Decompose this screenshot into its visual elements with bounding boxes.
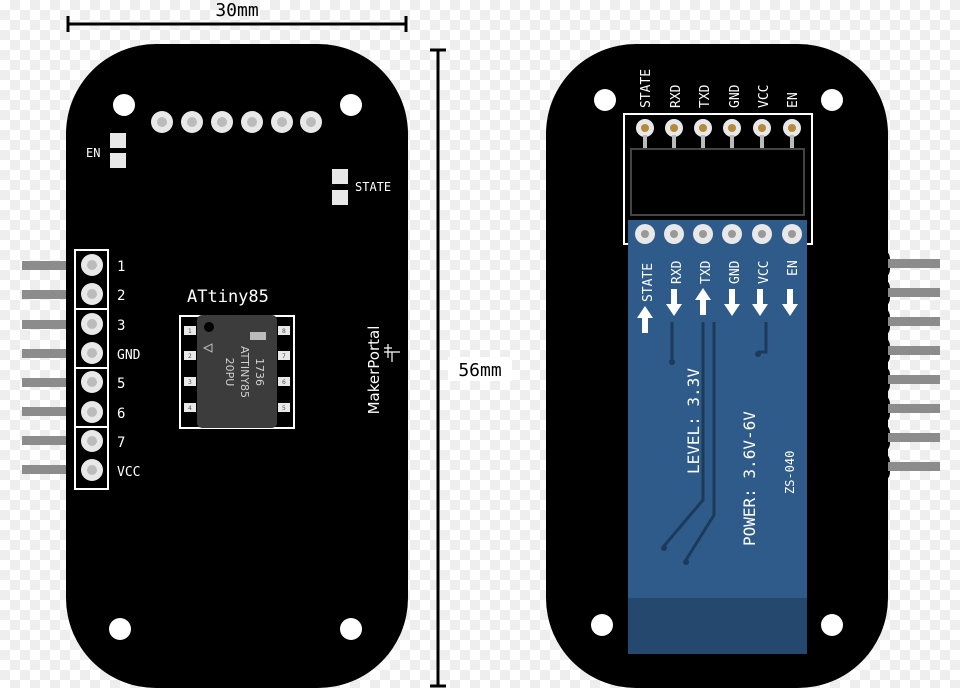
en-label: EN [86, 146, 100, 160]
module-pin-label: VCC [757, 261, 772, 284]
chip-text-line: ATTINY85 [238, 346, 251, 398]
hc05-module [628, 220, 807, 654]
width-dimension: 30mm [66, 0, 408, 32]
chip-pin-number: 8 [282, 328, 286, 335]
arrow-down-icon [724, 289, 740, 316]
chip-title: ATtiny85 [187, 287, 269, 307]
front-pin-labels: 1 2 3 GND 5 6 7 VCC [117, 259, 141, 480]
top-pin-label: VCC [757, 85, 772, 108]
back-header-pins [852, 248, 940, 483]
top-pin-label: GND [728, 84, 743, 108]
en-jumper: EN [86, 133, 126, 168]
makerportal-logo: MakerPortal [365, 326, 400, 415]
chip-pin-number: 3 [188, 379, 192, 386]
module-pin-label: RXD [670, 260, 685, 284]
chip-text-line: 1736 [253, 358, 266, 386]
power-text: POWER: 3.6V-6V [740, 411, 759, 546]
signal-arrows [637, 288, 798, 333]
brand-mark-icon [384, 344, 400, 362]
front-top-pads [151, 111, 322, 133]
front-pin-header [74, 249, 109, 490]
state-label: STATE [355, 180, 391, 194]
width-label: 30mm [215, 0, 258, 21]
module-pin-label: GND [728, 260, 743, 284]
pin-label: 5 [117, 376, 125, 392]
chip-pin-number: 5 [282, 405, 286, 412]
module-pin-label: TXD [699, 260, 714, 284]
pin-label: 6 [117, 406, 125, 422]
atmel-triangle-icon [202, 343, 213, 353]
height-label: 56mm [458, 360, 501, 381]
arrow-up-icon [637, 306, 653, 333]
chip-pin-number: 2 [188, 353, 192, 360]
model-text: ZS-040 [783, 451, 797, 494]
pin-label: 2 [117, 288, 125, 304]
front-header-pins [22, 261, 78, 474]
state-jumper: STATE [332, 169, 391, 205]
arrow-down-icon [752, 289, 768, 316]
front-mounting-holes [109, 94, 362, 640]
module-pin-label: STATE [641, 263, 656, 302]
pin-label: 1 [117, 259, 125, 275]
chip-pin-number: 4 [188, 405, 192, 412]
arrow-up-icon [695, 288, 711, 315]
chip-pin-number: 6 [282, 379, 286, 386]
chip-text-line: 20PU [223, 358, 236, 387]
top-pin-label: STATE [639, 69, 654, 108]
top-pin-label: RXD [669, 84, 684, 108]
arrow-down-icon [666, 289, 682, 316]
module-pin-label: EN [786, 260, 801, 276]
brand-text: MakerPortal [365, 326, 383, 415]
atmel-logo-icon [250, 332, 266, 340]
module-pin-labels: STATE RXD TXD GND VCC EN [641, 260, 801, 302]
pin-label: 3 [117, 318, 125, 334]
top-pin-label: EN [786, 92, 801, 108]
chip-pin-number: 7 [282, 353, 286, 360]
back-top-pin-labels: STATE RXD TXD GND VCC EN [639, 69, 801, 108]
pin-label: GND [117, 348, 141, 363]
back-top-pad-row [623, 113, 813, 245]
chip-pin-number: 1 [188, 328, 192, 335]
top-pin-label: TXD [698, 84, 713, 108]
level-text: LEVEL: 3.3V [684, 368, 703, 474]
arrow-down-icon [782, 289, 798, 316]
height-dimension: 56mm [430, 48, 512, 688]
attiny85-chip: 1 2 3 4 8 7 6 5 1736 ATTINY85 20PU [179, 315, 295, 429]
back-mounting-holes [591, 89, 843, 636]
pin-label: VCC [117, 465, 140, 480]
pin-label: 7 [117, 435, 125, 451]
